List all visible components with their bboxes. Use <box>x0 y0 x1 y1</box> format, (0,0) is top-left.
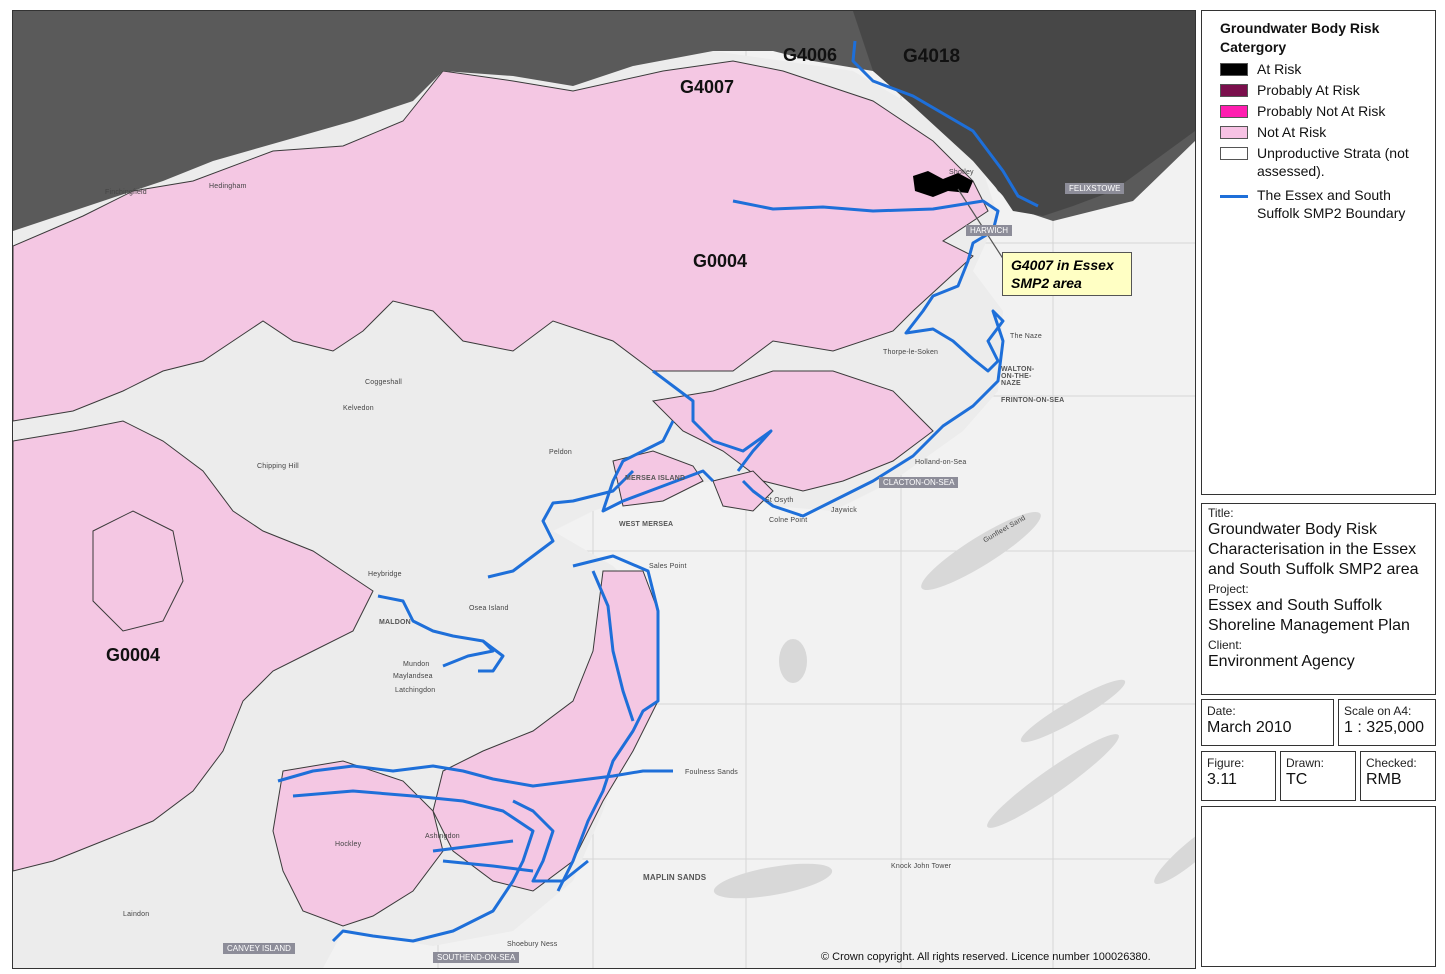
blank-panel <box>1201 806 1436 967</box>
legend-item-boundary: The Essex and South Suffolk SMP2 Boundar… <box>1220 187 1435 227</box>
project-caption: Project: <box>1208 582 1249 596</box>
smp2-boundary <box>277 40 1039 943</box>
legend-label: Probably Not At Risk <box>1257 103 1386 119</box>
place-shotley: Shotley <box>949 169 974 176</box>
legend-label: Unproductive Strata (not assessed). <box>1257 145 1409 179</box>
figure-caption: Figure: <box>1207 756 1245 770</box>
place-maplin: MAPLIN SANDS <box>643 873 707 882</box>
place-foulness-sands: Foulness Sands <box>685 769 738 776</box>
place-latchingdon: Latchingdon <box>395 687 436 694</box>
place-walton: WALTON-ON-THE-NAZE <box>1001 366 1035 387</box>
checked-cell: Checked: RMB <box>1360 751 1436 801</box>
map-title: Groundwater Body Risk Characterisation i… <box>1208 521 1419 578</box>
place-mundon: Mundon <box>403 661 430 668</box>
place-ashingdon: Ashingdon <box>425 833 460 840</box>
g4018-body <box>853 11 1195 216</box>
legend-title: Groundwater Body Risk Catergory <box>1220 20 1380 55</box>
legend-item-probably-not-at-risk: Probably Not At Risk <box>1220 103 1435 124</box>
drawn-cell: Drawn: TC <box>1280 751 1356 801</box>
place-west-mersea: WEST MERSEA <box>619 521 674 528</box>
place-mersea-island: MERSEA ISLAND <box>625 475 686 482</box>
legend-label: At Risk <box>1257 61 1302 77</box>
place-canvey: CANVEY ISLAND <box>223 943 295 954</box>
scale-value: 1 : 325,000 <box>1344 719 1425 736</box>
place-maldon: MALDON <box>379 619 411 626</box>
checked-value: RMB <box>1366 771 1402 788</box>
client-caption: Client: <box>1208 638 1243 652</box>
legend-item-unproductive: Unproductive Strata (not assessed). <box>1220 145 1435 187</box>
map-svg <box>13 11 1195 968</box>
place-shoebury-ness: Shoebury Ness <box>507 941 558 948</box>
swatch-unproductive <box>1220 147 1248 160</box>
place-laindon: Laindon <box>123 911 150 918</box>
place-kelvedon: Kelvedon <box>343 405 374 412</box>
place-hedingham: Hedingham <box>209 183 247 190</box>
place-thorpe: Thorpe-le-Soken <box>883 349 939 356</box>
place-clacton: CLACTON-ON-SEA <box>879 477 959 488</box>
client-name: Environment Agency <box>1208 653 1355 670</box>
date-caption: Date: <box>1207 704 1236 718</box>
title-block: Title: Groundwater Body Risk Characteris… <box>1201 503 1436 695</box>
place-peldon: Peldon <box>549 449 572 456</box>
place-holland: Holland-on-Sea <box>915 459 967 466</box>
legend-item-at-risk: At Risk <box>1220 61 1435 82</box>
figure-value: 3.11 <box>1207 771 1237 788</box>
swatch-boundary <box>1220 195 1248 198</box>
date-value: March 2010 <box>1207 719 1292 736</box>
place-hockley: Hockley <box>335 841 362 848</box>
place-southend: SOUTHEND-ON-SEA <box>433 952 520 963</box>
swatch-not-at-risk <box>1220 126 1248 139</box>
g4018-label: G4018 <box>903 46 961 67</box>
legend-label: The Essex and South Suffolk SMP2 Boundar… <box>1257 187 1406 221</box>
legend-item-not-at-risk: Not At Risk <box>1220 124 1435 145</box>
g0004-label-west: G0004 <box>106 645 161 665</box>
drawn-value: TC <box>1286 771 1308 788</box>
place-chipping-hill: Chipping Hill <box>257 463 299 470</box>
legend-label: Probably At Risk <box>1257 82 1360 98</box>
place-st-osyth: St Osyth <box>765 497 794 504</box>
place-colne-point: Colne Point <box>769 517 808 524</box>
swatch-probably-at-risk <box>1220 84 1248 97</box>
legend-label: Not At Risk <box>1257 124 1327 140</box>
place-coggeshall: Coggeshall <box>365 379 403 386</box>
not-at-risk-areas <box>13 60 989 927</box>
place-sales-point: Sales Point <box>649 563 687 570</box>
project-name: Essex and South Suffolk Shoreline Manage… <box>1208 597 1410 634</box>
scale-caption: Scale on A4: <box>1344 704 1412 718</box>
g4007-callout: G4007 in Essex SMP2 area <box>1002 252 1132 296</box>
date-cell: Date: March 2010 <box>1201 699 1334 746</box>
map-canvas[interactable]: G4006 G4018 G4007 G0004 G0004 FELIXSTOWE… <box>12 10 1196 969</box>
place-jaywick: Jaywick <box>831 507 857 514</box>
swatch-at-risk <box>1220 63 1248 76</box>
place-maylandsea: Maylandsea <box>393 673 433 680</box>
checked-caption: Checked: <box>1366 756 1417 770</box>
title-caption: Title: <box>1208 506 1234 520</box>
place-harwich: HARWICH <box>966 225 1013 236</box>
place-osea-island: Osea Island <box>469 605 509 612</box>
legend-item-probably-at-risk: Probably At Risk <box>1220 82 1435 103</box>
sandbanks <box>713 512 1195 899</box>
place-felixstowe: FELIXSTOWE <box>1065 183 1125 194</box>
g4007-label: G4007 <box>680 77 735 97</box>
drawn-caption: Drawn: <box>1286 756 1325 770</box>
place-finchingfield: Finchingfield <box>105 189 147 196</box>
figure-cell: Figure: 3.11 <box>1201 751 1276 801</box>
at-risk-patch <box>913 171 973 197</box>
g0004-label-north: G0004 <box>693 251 748 271</box>
g4006-label: G4006 <box>783 45 838 65</box>
swatch-probably-not-at-risk <box>1220 105 1248 118</box>
scale-cell: Scale on A4: 1 : 325,000 <box>1338 699 1436 746</box>
legend-panel: Groundwater Body Risk Catergory At Risk … <box>1201 10 1436 495</box>
place-frinton: FRINTON-ON-SEA <box>1001 397 1065 404</box>
copyright-notice: © Crown copyright. All rights reserved. … <box>821 951 1151 963</box>
place-heybridge: Heybridge <box>368 571 402 578</box>
place-knock-john: Knock John Tower <box>891 863 952 870</box>
place-the-naze: The Naze <box>1010 333 1042 340</box>
